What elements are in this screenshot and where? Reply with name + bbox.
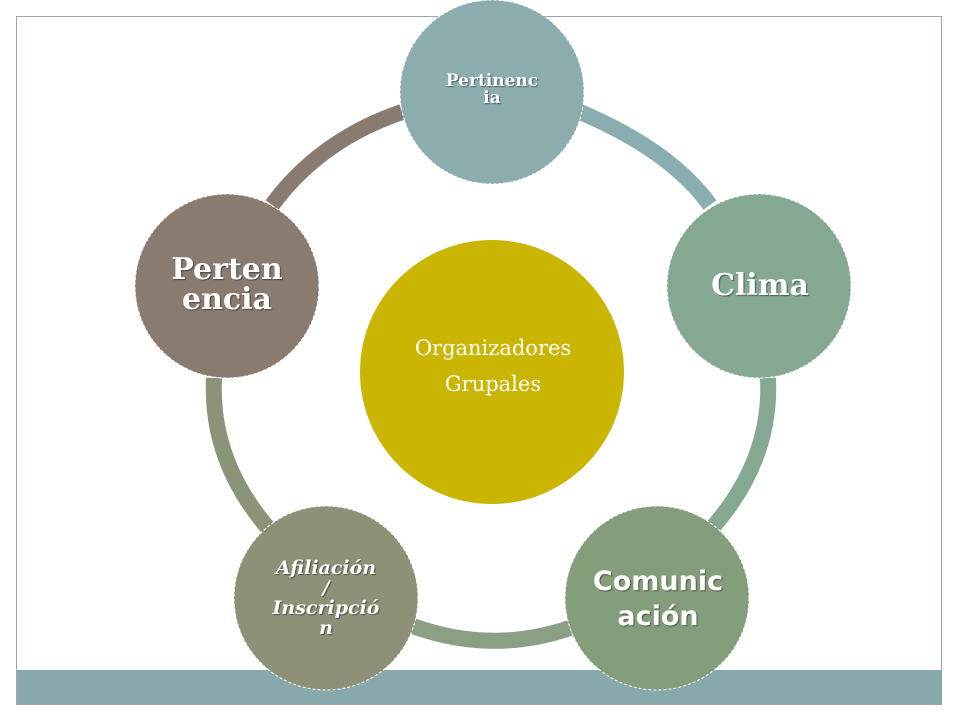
ring-arc-1 <box>576 104 717 210</box>
label-comunicacion: Comunic ación <box>585 560 731 638</box>
ring-arc-2 <box>705 377 777 534</box>
label-pertenencia-line1: Perten <box>171 252 283 287</box>
label-pertinencia-line2: ia <box>483 88 501 108</box>
label-comunicacion-line1: Comunic <box>592 565 724 597</box>
center-circle <box>360 240 624 504</box>
node-clima <box>666 193 852 379</box>
ring-arc-3 <box>407 617 573 649</box>
label-afiliacion-line1: Afiliación <box>275 557 377 580</box>
label-clima: Clima <box>690 262 830 310</box>
label-afiliacion-line2: / <box>322 577 330 600</box>
node-comunicacion <box>564 505 750 691</box>
label-pertenencia: Perten encia <box>158 250 296 320</box>
label-afiliacion-line3: Inscripció <box>272 597 380 619</box>
label-afiliacion-line4: n <box>319 616 333 639</box>
center-label: Organizadores Grupales <box>362 330 624 402</box>
label-comunicacion-line2: ación <box>617 601 699 632</box>
ring-arc-5 <box>265 104 405 210</box>
label-pertenencia-line2: encia <box>182 282 272 317</box>
ring-arc-4 <box>205 377 275 534</box>
label-pertinencia: Pertinenc ia <box>420 60 564 120</box>
bottom-bar <box>17 670 942 704</box>
center-label-line1: Organizadores <box>414 336 572 360</box>
label-afiliacion: Afiliación / Inscripció n <box>258 548 394 650</box>
center-label-line2: Grupales <box>444 372 542 396</box>
label-clima-line1: Clima <box>711 268 809 303</box>
node-pertenencia <box>134 193 320 379</box>
node-afiliacion <box>233 505 419 691</box>
node-pertinencia <box>399 0 585 185</box>
label-pertinencia-line1: Pertinenc <box>445 71 539 91</box>
